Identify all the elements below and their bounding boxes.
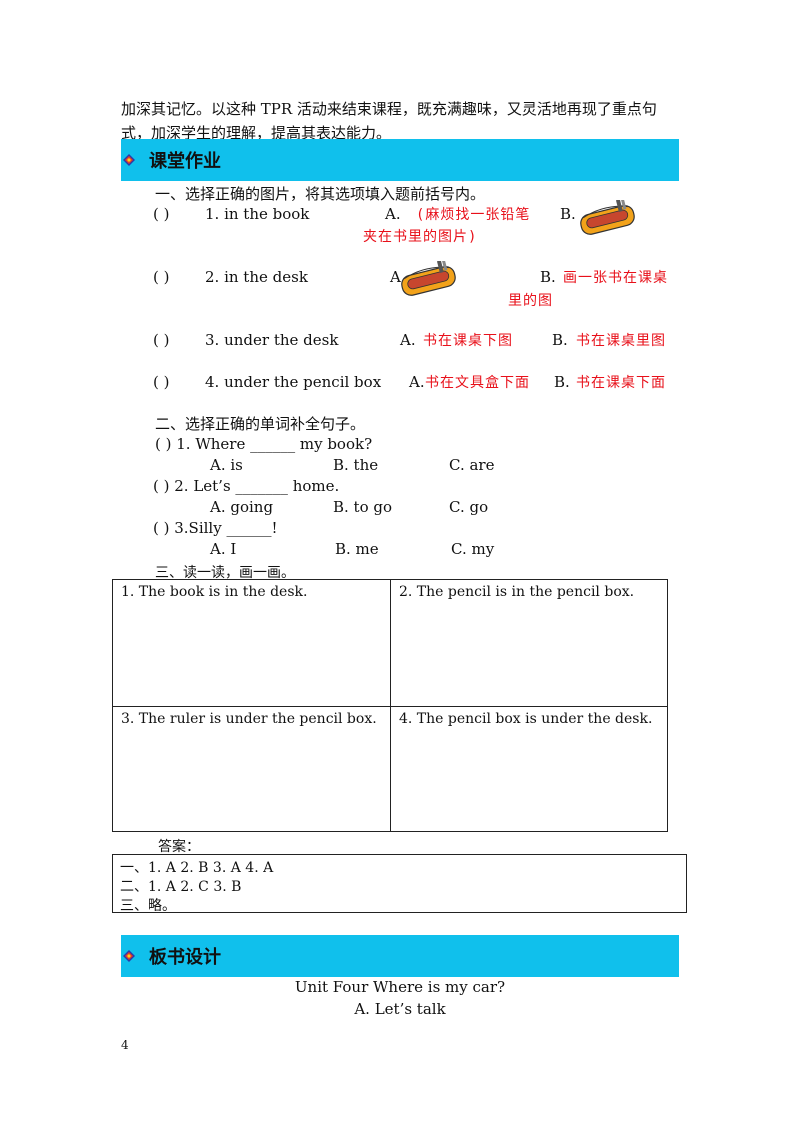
- answers-line: 二、1. A 2. C 3. B: [120, 879, 242, 895]
- grid-divider-horizontal: [113, 706, 667, 707]
- q2-option-b-note: 画一张书在课桌: [563, 270, 668, 286]
- q1-option-b-label: B.: [560, 205, 576, 223]
- q1-option-a-note-2: 夹在书里的图片): [363, 229, 478, 245]
- q3-text: 3. under the desk: [205, 331, 339, 349]
- answers-box: 一、1. A 2. B 3. A 4. A 二、1. A 2. C 3. B 三…: [112, 854, 687, 914]
- q4-option-b-note: 书在课桌下面: [576, 375, 666, 391]
- q4-option-b-label: B.: [554, 373, 570, 391]
- q4-option-a-label: A.: [409, 373, 425, 391]
- answers-line: 一、1. A 2. B 3. A 4. A: [120, 860, 274, 876]
- p2-q2-option-c: C. go: [449, 498, 489, 516]
- section-banner-board: 板书设计: [121, 935, 679, 977]
- banner-bullet-icon: [123, 154, 135, 166]
- q4-paren: ( ): [153, 373, 170, 391]
- q1-option-a-note: (麻烦找一张铅笔: [416, 207, 531, 223]
- q3-option-b-note: 书在课桌里图: [576, 333, 666, 349]
- page-number: 4: [121, 1038, 129, 1052]
- p2-q2-option-b: B. to go: [333, 498, 393, 516]
- p2-q2-option-a: A. going: [210, 498, 274, 516]
- q1-text: 1. in the book: [205, 205, 310, 223]
- part1-heading: 一、选择正确的图片，将其选项填入题前括号内。: [155, 185, 486, 203]
- q2-paren: ( ): [153, 268, 170, 286]
- p2-q2-stem: ( ) 2. Let’s _______ home.: [153, 477, 340, 495]
- p2-q1-option-c: C. are: [449, 456, 495, 474]
- q4-text: 4. under the pencil box: [205, 373, 382, 391]
- q2-option-a-label: A: [390, 268, 401, 286]
- grid-cell: 4. The pencil box is under the desk.: [399, 711, 653, 727]
- intro-paragraph: 加深其记忆。以这种 TPR 活动来结束课程，既充满趣味，又灵活地再现了重点句式，…: [121, 100, 657, 142]
- grid-divider-vertical: [390, 580, 391, 831]
- p2-q1-stem: ( ) 1. Where ______ my book?: [155, 435, 373, 453]
- p2-q1-option-a: A. is: [210, 456, 243, 474]
- q3-paren: ( ): [153, 331, 170, 349]
- q3-option-a-note: 书在课桌下图: [423, 333, 513, 349]
- p2-q1-option-b: B. the: [333, 456, 379, 474]
- grid-cell: 2. The pencil is in the pencil box.: [399, 584, 635, 600]
- section-title: 课堂作业: [149, 151, 221, 172]
- q1-paren: ( ): [153, 205, 170, 223]
- section-banner-homework: 课堂作业: [121, 139, 679, 181]
- p2-q3-option-b: B. me: [335, 540, 379, 558]
- grid-cell: 3. The ruler is under the pencil box.: [121, 711, 377, 727]
- drawing-grid: 1. The book is in the desk. 2. The penci…: [112, 579, 668, 832]
- q4-option-a-note: 书在文具盒下面: [425, 375, 530, 391]
- answers-label: 答案：: [158, 839, 200, 855]
- p2-q3-option-a: A. I: [210, 540, 237, 558]
- part2-heading: 二、选择正确的单词补全句子。: [155, 415, 366, 433]
- pencil-case-image: [580, 200, 635, 235]
- banner-bullet-icon: [123, 950, 135, 962]
- board-line-1: Unit Four Where is my car?: [294, 978, 506, 996]
- p2-q3-stem: ( ) 3.Silly ______!: [153, 519, 278, 537]
- q3-option-a-label: A.: [400, 331, 416, 349]
- q1-option-a-label: A.: [385, 205, 401, 223]
- pencil-case-image: [401, 261, 456, 296]
- answers-line: 三、略。: [120, 898, 176, 914]
- board-line-2: A. Let’s talk: [354, 1000, 446, 1018]
- section-title: 板书设计: [149, 947, 221, 968]
- part3-heading: 三、读一读，画一画。: [155, 565, 295, 581]
- grid-cell: 1. The book is in the desk.: [121, 584, 308, 600]
- p2-q3-option-c: C. my: [451, 540, 495, 558]
- q2-option-b-label: B.: [540, 268, 556, 286]
- q3-option-b-label: B.: [552, 331, 568, 349]
- q2-option-b-note-2: 里的图: [508, 293, 553, 309]
- q2-text: 2. in the desk: [205, 268, 308, 286]
